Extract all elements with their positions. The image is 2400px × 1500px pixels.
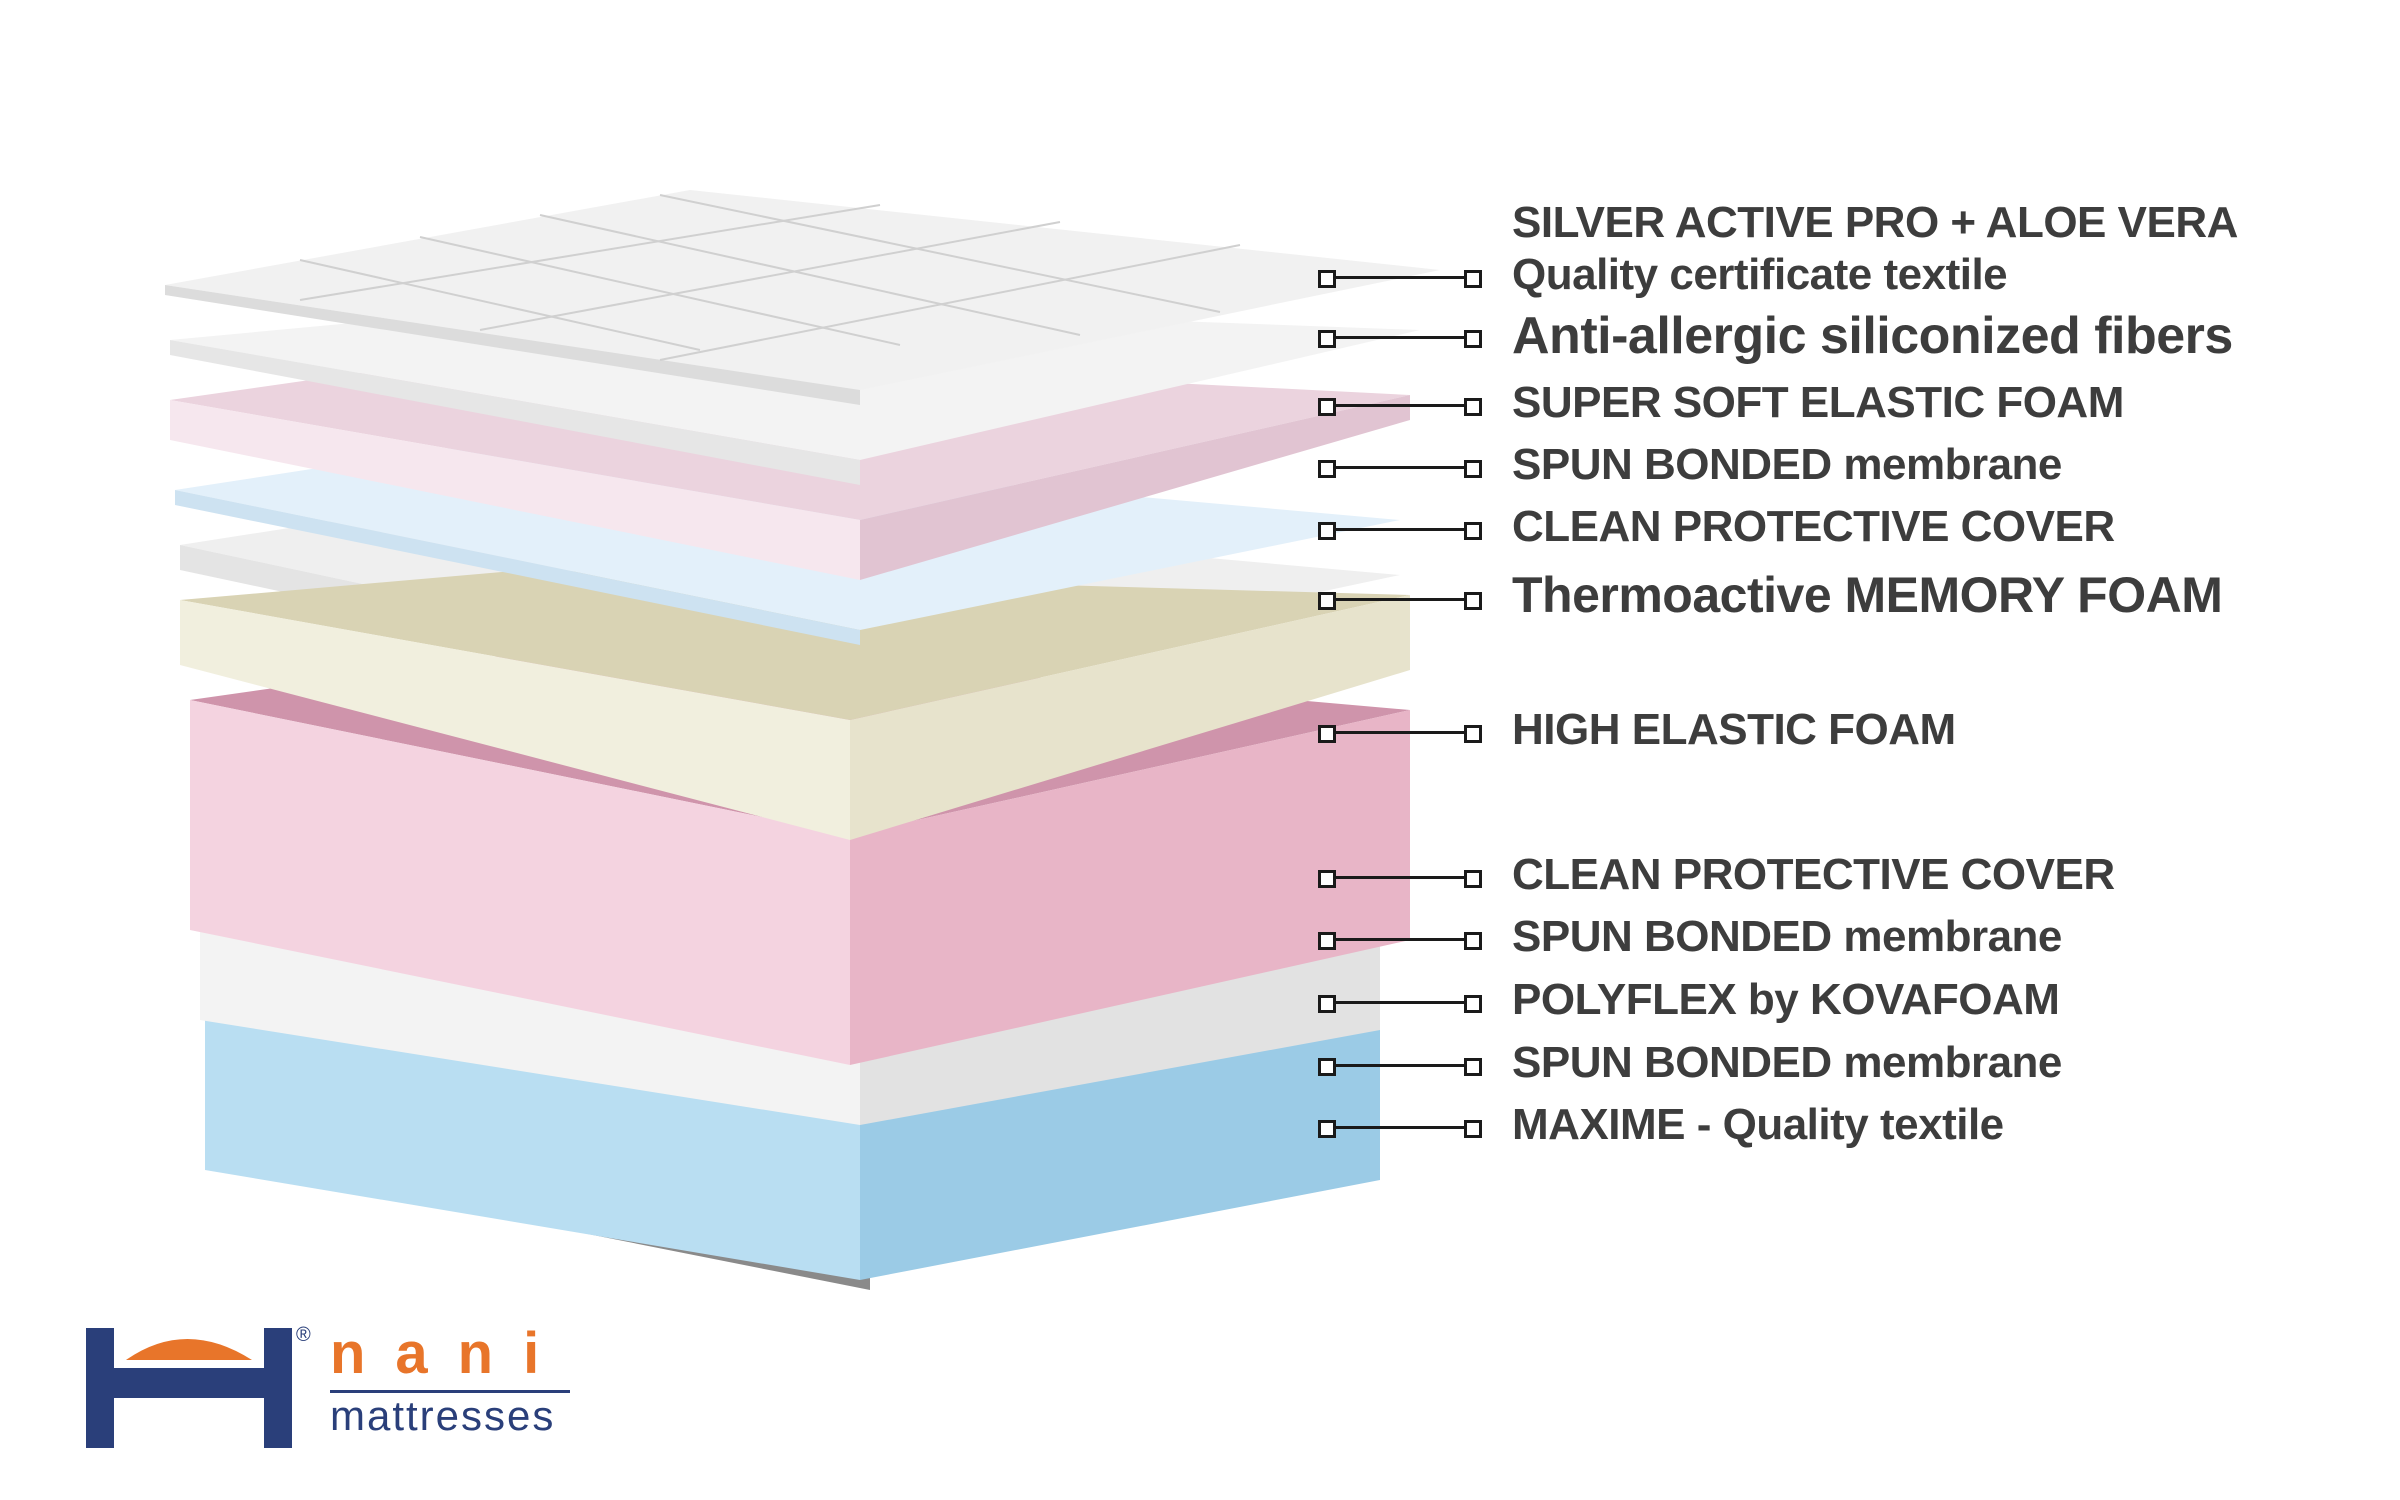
brand-tagline: mattresses xyxy=(330,1392,556,1439)
leader-fibers xyxy=(1318,328,1482,348)
label-spun3: SPUN BONDED membrane xyxy=(1512,1038,2062,1087)
brand-divider xyxy=(330,1390,570,1393)
leader-cover2 xyxy=(1318,868,1482,888)
leader-polyflex xyxy=(1318,993,1482,1013)
label-polyflex: POLYFLEX by KOVAFOAM xyxy=(1512,975,2060,1024)
label-spun2: SPUN BONDED membrane xyxy=(1512,912,2062,961)
nani-logo-mark xyxy=(86,1328,292,1448)
registered-mark: ® xyxy=(296,1324,311,1346)
label-silver-line1: SILVER ACTIVE PRO + ALOE VERA xyxy=(1512,198,2238,247)
label-memory: Thermoactive MEMORY FOAM xyxy=(1512,567,2223,623)
layer-memory-foam xyxy=(180,570,1410,840)
label-cover2: CLEAN PROTECTIVE COVER xyxy=(1512,850,2115,899)
leader-memory xyxy=(1318,590,1482,610)
brand-name: nani xyxy=(330,1321,570,1386)
label-soft: SUPER SOFT ELASTIC FOAM xyxy=(1512,378,2124,427)
leader-spun3 xyxy=(1318,1056,1482,1076)
leader-spun2 xyxy=(1318,930,1482,950)
label-fibers: Anti-allergic siliconized fibers xyxy=(1512,307,2233,365)
label-maxime: MAXIME - Quality textile xyxy=(1512,1100,2004,1149)
leader-cover1 xyxy=(1318,520,1482,540)
leader-maxime xyxy=(1318,1118,1482,1138)
leader-spun1 xyxy=(1318,458,1482,478)
label-high: HIGH ELASTIC FOAM xyxy=(1512,705,1956,754)
label-silver-line2: Quality certificate textile xyxy=(1512,250,2008,299)
label-cover1: CLEAN PROTECTIVE COVER xyxy=(1512,502,2115,551)
leader-high xyxy=(1318,723,1482,743)
label-spun1: SPUN BONDED membrane xyxy=(1512,440,2062,489)
layer-silver-aloe xyxy=(165,190,1440,405)
leader-soft xyxy=(1318,396,1482,416)
leader-silver xyxy=(1318,268,1482,288)
